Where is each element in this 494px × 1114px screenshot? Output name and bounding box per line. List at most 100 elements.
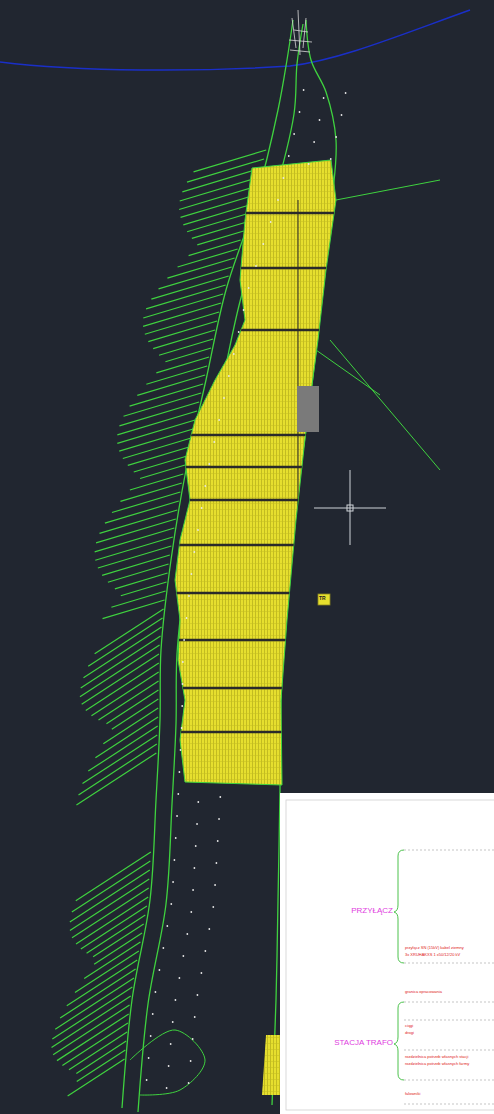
- hatch-line: [128, 447, 189, 465]
- boundary-line: [130, 1030, 205, 1095]
- hatch-line: [189, 240, 241, 256]
- survey-dot: [197, 994, 199, 996]
- survey-dot: [223, 397, 225, 399]
- survey-dot: [193, 551, 195, 553]
- access-path: [150, 639, 350, 642]
- hatch-line: [159, 339, 213, 355]
- legend-brackets: [394, 850, 404, 1080]
- hatch-line: [105, 501, 179, 523]
- survey-dot: [197, 801, 199, 803]
- legend-text: granica opracowania: [405, 990, 442, 994]
- hatch-line: [123, 438, 191, 458]
- hatch-line: [156, 357, 209, 373]
- survey-dot: [335, 136, 337, 138]
- hatch-line: [84, 942, 140, 979]
- survey-dot: [194, 1016, 196, 1018]
- survey-dot: [248, 287, 250, 289]
- survey-dot: [228, 375, 230, 377]
- access-path: [150, 544, 350, 547]
- hatch-line: [78, 744, 156, 795]
- survey-dot: [201, 972, 203, 974]
- survey-dot: [175, 999, 177, 1001]
- survey-dot: [192, 1038, 194, 1040]
- survey-dot: [243, 309, 245, 311]
- hatch-line: [178, 249, 238, 267]
- access-path: [150, 687, 350, 690]
- boundary-line: [316, 180, 440, 470]
- survey-dot: [146, 1079, 148, 1081]
- survey-dot: [238, 331, 240, 333]
- survey-dot: [176, 815, 178, 817]
- survey-dot: [170, 903, 172, 905]
- access-path: [150, 466, 350, 469]
- survey-dot: [155, 991, 157, 993]
- hatch-line: [77, 1050, 126, 1082]
- hatch-line: [75, 951, 139, 993]
- hatch-line: [69, 1032, 127, 1070]
- access-path: [150, 434, 350, 437]
- hatch-line: [95, 717, 158, 758]
- hatch-line: [91, 672, 158, 716]
- transformer-icon: [318, 594, 330, 605]
- survey-dot: [166, 925, 168, 927]
- hatch-line: [87, 915, 146, 953]
- survey-dot: [233, 353, 235, 355]
- hatch-line: [111, 591, 165, 607]
- hatch-line: [137, 375, 205, 395]
- survey-dot: [150, 1035, 152, 1037]
- hatch-line: [108, 564, 169, 582]
- survey-dot: [214, 884, 216, 886]
- survey-dot: [179, 771, 181, 773]
- hatch-line: [197, 231, 243, 245]
- hatch-line: [60, 969, 135, 1018]
- hatch-line: [93, 924, 144, 957]
- legend-rules: [404, 850, 494, 1104]
- legend-text: przyłącz SN (15kV) kabel ziemny: [405, 946, 464, 950]
- access-path: [150, 731, 350, 734]
- legend-heading: STACJA TRAFO: [334, 1039, 393, 1048]
- survey-dot: [330, 158, 332, 160]
- crosshair-cursor: [314, 470, 386, 545]
- survey-dot: [218, 818, 220, 820]
- access-path: [150, 267, 350, 270]
- survey-dot: [323, 97, 325, 99]
- hatch-line: [81, 636, 161, 688]
- hatch-line: [112, 699, 158, 729]
- hatch-line: [140, 465, 185, 479]
- hatch-line: [148, 321, 217, 342]
- hatch-line: [119, 429, 193, 451]
- survey-dot: [313, 141, 315, 143]
- hatch-line: [88, 726, 157, 771]
- hatch-line: [183, 204, 252, 225]
- survey-dot: [194, 867, 196, 869]
- hatch-line: [146, 366, 207, 384]
- hatch-line: [95, 609, 164, 654]
- icon-label: TR: [319, 596, 326, 602]
- hatch-line: [187, 213, 250, 232]
- survey-dot: [170, 1043, 172, 1045]
- hatch-line: [55, 978, 134, 1029]
- legend-text: rozdzielnica potrzeb własnych stacji: [405, 1055, 468, 1059]
- survey-dot: [204, 950, 206, 952]
- survey-dot: [152, 1013, 154, 1015]
- survey-dot: [186, 617, 188, 619]
- legend-text: rozdzielnica potrzeb własnych farmy: [405, 1062, 469, 1066]
- survey-dot: [319, 119, 321, 121]
- access-path: [150, 499, 350, 502]
- survey-dot: [213, 441, 215, 443]
- survey-dot: [282, 177, 284, 179]
- survey-dot: [208, 928, 210, 930]
- access-path: [150, 329, 350, 332]
- survey-dot: [308, 163, 310, 165]
- hatch-line: [76, 753, 156, 805]
- survey-dot: [175, 837, 177, 839]
- hatch-line: [52, 996, 131, 1047]
- survey-dot: [168, 1065, 170, 1067]
- survey-dot: [277, 199, 279, 201]
- survey-dot: [190, 911, 192, 913]
- survey-dot: [218, 419, 220, 421]
- hatch-line: [81, 906, 147, 949]
- survey-dot: [255, 265, 257, 267]
- survey-dot: [204, 485, 206, 487]
